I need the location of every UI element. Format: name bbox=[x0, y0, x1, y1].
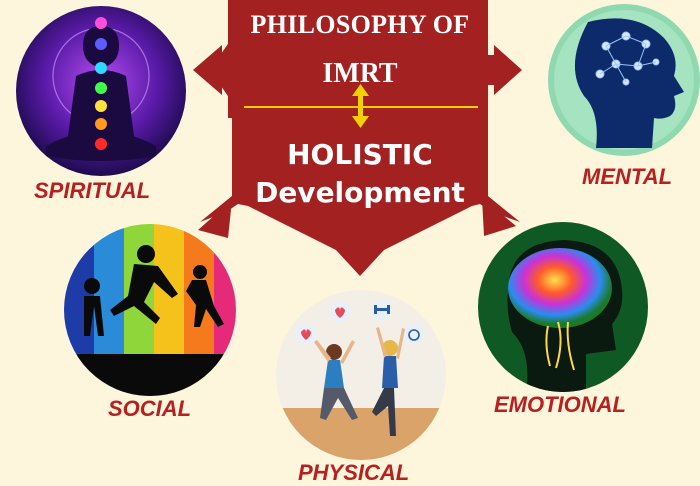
physical-image bbox=[276, 290, 446, 460]
spiritual-image bbox=[16, 6, 186, 176]
label-emotional: EMOTIONAL bbox=[494, 392, 626, 417]
center-line2: Development bbox=[255, 176, 465, 209]
title-line2: IMRT bbox=[322, 58, 398, 89]
arrow-bottom-left bbox=[198, 200, 232, 238]
label-mental: MENTAL bbox=[582, 164, 673, 189]
label-spiritual: SPIRITUAL bbox=[34, 178, 151, 203]
stopwatch-icon bbox=[404, 324, 424, 344]
title-line1: PHILOSOPHY OF bbox=[250, 10, 470, 39]
label-social: SOCIAL bbox=[108, 396, 192, 421]
arrow-bottom bbox=[336, 250, 384, 276]
label-physical: PHYSICAL bbox=[298, 460, 410, 485]
emotional-image bbox=[478, 222, 648, 392]
social-image bbox=[64, 224, 236, 396]
arrow-right bbox=[494, 45, 522, 95]
center-line1: HOLISTIC bbox=[287, 138, 433, 171]
mental-image bbox=[548, 4, 700, 156]
double-arrow-icon bbox=[352, 84, 369, 128]
hub-body bbox=[200, 0, 520, 262]
arrow-bottom-right bbox=[482, 198, 516, 236]
